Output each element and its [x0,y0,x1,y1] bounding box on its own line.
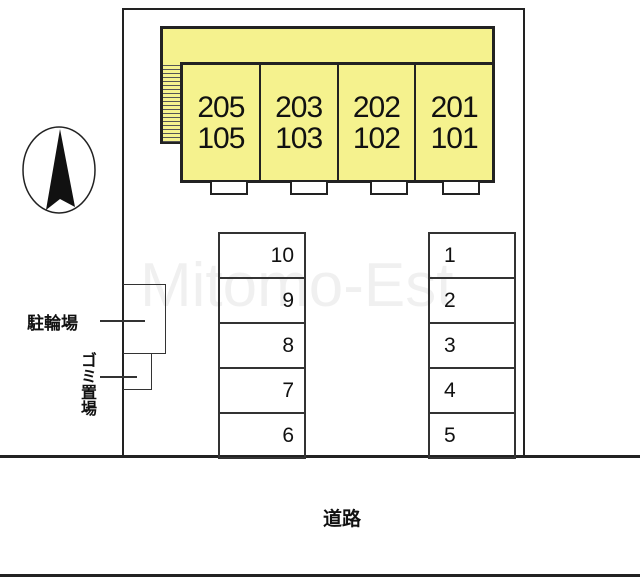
road-label: 道路 [323,509,362,530]
parking-slot: 5 [444,423,456,447]
parking-right: 1 2 3 4 5 [428,232,516,459]
leader-line [100,376,137,378]
corridor [160,26,495,64]
unit-upper: 202 [352,90,401,124]
balcony [210,182,248,195]
parking-slot: 4 [430,369,514,414]
parking-slot: 10 [220,234,304,279]
road-edge-top [0,455,640,458]
north-arrow-icon [22,126,96,214]
unit-lower: 103 [275,121,323,155]
watermark: Mitomo-Est [140,251,454,320]
unit-lower: 101 [430,121,479,155]
unit-lower: 105 [197,121,245,155]
leader-line [100,320,145,322]
balcony [290,182,328,195]
bicycle-parking-area [123,284,166,354]
unit-upper: 205 [197,90,245,124]
bicycle-parking-label: 駐輪場 [27,314,78,333]
parking-slot: 8 [220,324,304,369]
garbage-area [123,354,152,390]
garbage-area-label: ゴミ置場 [78,352,95,416]
parking-slot: 6 [282,423,294,447]
parking-left: 10 9 8 7 6 [218,232,306,459]
road-edge-bottom [0,574,640,577]
unit-lower: 102 [352,121,401,155]
parking-slot: 3 [430,324,514,369]
unit-upper: 203 [275,90,323,124]
stairs [160,62,182,144]
parking-slot: 7 [220,369,304,414]
parking-slot: 1 [430,234,514,279]
parking-slot: 9 [220,279,304,324]
balcony [442,182,480,195]
unit-upper: 201 [430,90,479,124]
site-boundary [122,8,525,458]
balcony [370,182,408,195]
parking-slot: 2 [430,279,514,324]
